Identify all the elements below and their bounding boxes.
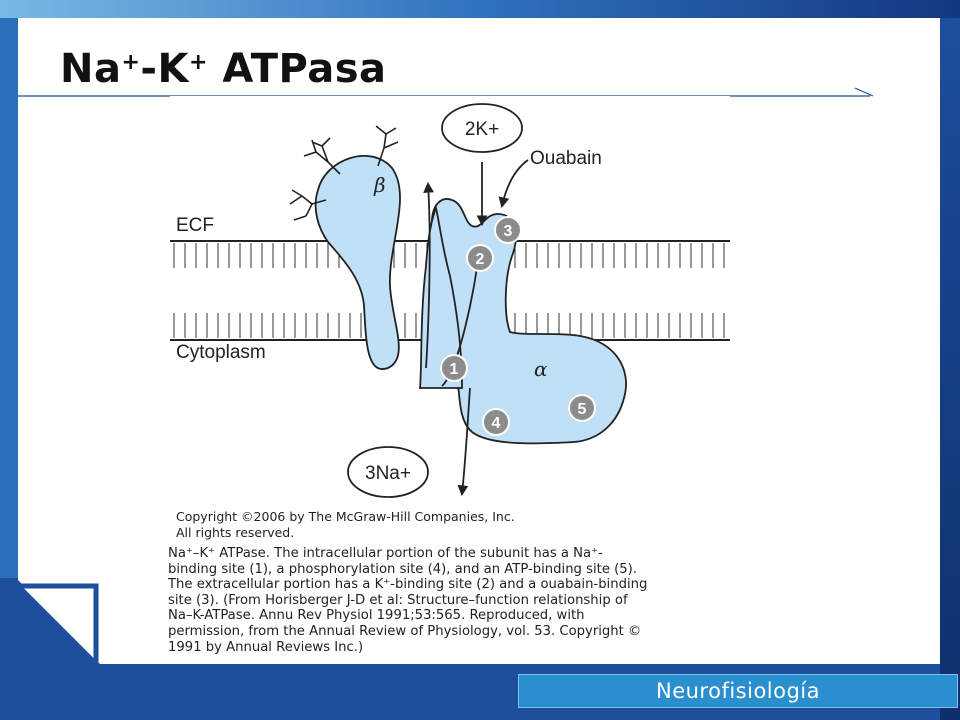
caption-line: Na–K-ATPase. Annu Rev Physiol 1991;53:56… <box>168 608 585 624</box>
title-rest: ATPasa <box>207 46 387 92</box>
alpha-label: α <box>534 357 548 381</box>
title-na-charge: + <box>121 50 141 75</box>
ouabain-label: Ouabain <box>530 148 602 169</box>
copyright-line-1: Copyright ©2006 by The McGraw-Hill Compa… <box>176 509 515 524</box>
cytoplasm-label: Cytoplasm <box>176 342 266 363</box>
sodium-ions: 3Na+ <box>347 446 429 498</box>
figure-caption: Na⁺–K⁺ ATPase. The intracellular portion… <box>168 546 763 655</box>
title-na: Na <box>60 46 122 92</box>
potassium-label: 2K+ <box>465 119 499 140</box>
site-5: 5 <box>568 394 596 422</box>
caption-line: permission, from the Annual Review of Ph… <box>168 623 642 639</box>
site-3: 3 <box>494 216 522 244</box>
ecf-label: ECF <box>176 215 214 236</box>
site-3-label: 3 <box>504 223 513 240</box>
title-dash-k: -K <box>140 46 190 92</box>
site-5-label: 5 <box>578 401 587 418</box>
title-k-charge: + <box>189 50 208 75</box>
caption-line: Na⁺–K⁺ ATPase. The intracellular portion… <box>168 546 603 561</box>
footer-label: Neurofisiología <box>655 679 821 703</box>
site-4-label: 4 <box>492 415 501 432</box>
atpase-diagram: β α 2K+ 3Na+ Ouabain ECF Cytoplasm 1 <box>170 96 730 542</box>
potassium-ions: 2K+ <box>441 103 523 153</box>
site-1: 1 <box>440 354 468 382</box>
transport-arrows <box>423 159 529 497</box>
beta-label: β <box>373 173 386 197</box>
footer-banner: Neurofisiología <box>518 674 958 708</box>
glycosylation-chains <box>289 125 399 221</box>
caption-line: binding site (1), a phosphorylation site… <box>168 561 637 577</box>
site-1-label: 1 <box>450 361 459 378</box>
beta-subunit: β <box>314 155 401 370</box>
site-4: 4 <box>482 408 510 436</box>
caption-line: site (3). (From Horisberger J-D et al: S… <box>168 592 628 608</box>
sodium-label: 3Na+ <box>365 463 411 484</box>
site-2: 2 <box>466 244 494 272</box>
copyright-line-2: All rights reserved. <box>176 525 294 540</box>
site-2-label: 2 <box>476 251 485 268</box>
slide-title: Na+-K+ ATPasa <box>60 46 387 92</box>
caption-line: The extracellular portion has a K⁺-bindi… <box>168 577 648 593</box>
caption-line: 1991 by Annual Reviews Inc.) <box>168 639 364 655</box>
